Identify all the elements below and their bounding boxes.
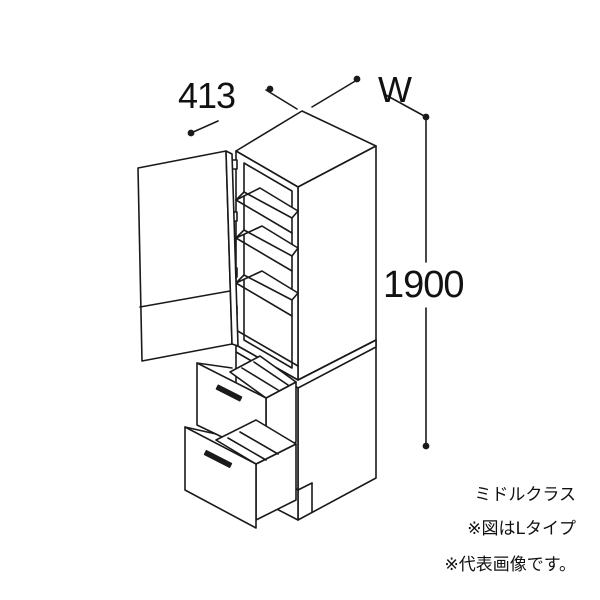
upper-drawer-handle [215, 384, 243, 402]
cabinet-side [297, 145, 377, 521]
lower-drawer-front [184, 426, 257, 529]
upper-drawer-inner [229, 355, 297, 399]
representative-image-note: ※代表画像です。 [444, 555, 576, 575]
dimension-height-line [422, 116, 430, 450]
shelf-2 [235, 225, 299, 257]
width-dimension-label: W [378, 69, 412, 110]
lower-drawer [184, 419, 297, 529]
shelf-3 [235, 270, 299, 301]
class-name-note: ミドルクラス [474, 485, 576, 505]
door-panel [137, 150, 233, 362]
figure-type-note: ※図はLタイプ [467, 519, 576, 539]
dimension-depth-line [187, 85, 298, 137]
depth-dimension-label: 413 [178, 75, 236, 116]
door-edge [225, 150, 239, 347]
upper-interior [243, 162, 293, 369]
shelf-1 [235, 187, 299, 219]
height-dimension-label: 1900 [383, 264, 465, 306]
lower-drawer-handle [203, 450, 233, 468]
dimension-width-line [311, 75, 430, 121]
open-door [137, 150, 239, 362]
